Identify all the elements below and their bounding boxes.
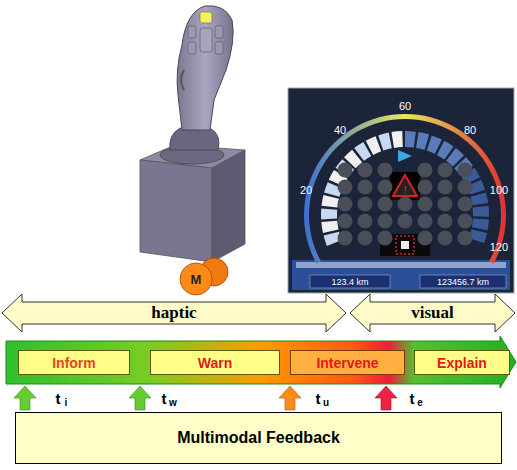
- dashboard-display: !: [288, 88, 514, 293]
- node-text: Inform: [52, 355, 96, 371]
- stage-box: Warn: [150, 350, 280, 375]
- motor-label: M: [191, 273, 202, 286]
- node-text: Explain: [437, 355, 487, 371]
- speed-scale: 60: [399, 101, 411, 112]
- node-text: visual: [411, 303, 454, 323]
- node-text: haptic: [151, 303, 196, 323]
- time-subscript: e: [417, 398, 423, 408]
- time-subscript: w: [169, 398, 177, 408]
- time-markers: [14, 386, 397, 410]
- node-text: Warn: [198, 355, 232, 371]
- speed-scale: 40: [334, 125, 346, 136]
- feedback-box: Multimodal Feedback: [15, 412, 502, 464]
- node-text: Multimodal Feedback: [177, 429, 340, 447]
- odometer-value: 123456.7 km: [437, 278, 489, 287]
- time-symbol: t: [162, 391, 167, 406]
- speed-scale: 120: [490, 242, 508, 253]
- node-text: Intervene: [316, 355, 378, 371]
- speed-scale: 20: [300, 185, 312, 196]
- joystick: [140, 6, 245, 295]
- time-symbol: t: [56, 391, 61, 406]
- stage-box: Inform: [18, 350, 130, 375]
- stage-box: Intervene: [290, 350, 405, 375]
- odometer-value: 123.4 km: [331, 278, 368, 287]
- time-subscript: u: [323, 398, 329, 408]
- time-symbol: t: [316, 391, 321, 406]
- stage-box: Explain: [414, 350, 510, 375]
- svg-text:!: !: [403, 184, 407, 197]
- modality-arrow: visual: [350, 294, 515, 332]
- time-symbol: t: [410, 391, 415, 406]
- modality-arrow: haptic: [2, 294, 346, 332]
- speed-scale: 100: [490, 185, 508, 196]
- speed-scale: 80: [464, 125, 476, 136]
- time-subscript: i: [65, 398, 68, 408]
